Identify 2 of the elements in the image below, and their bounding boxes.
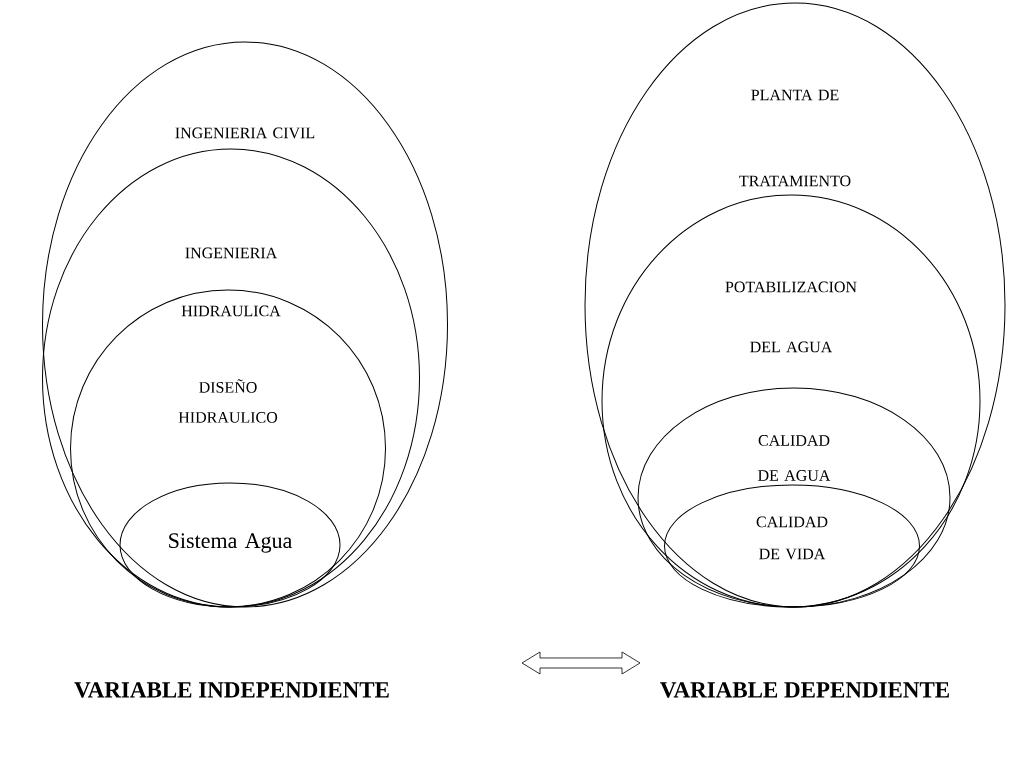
variable-heading: VARIABLE DEPENDIENTE [660,682,949,698]
variable-heading: VARIABLE INDEPENDIENTE [74,682,389,698]
